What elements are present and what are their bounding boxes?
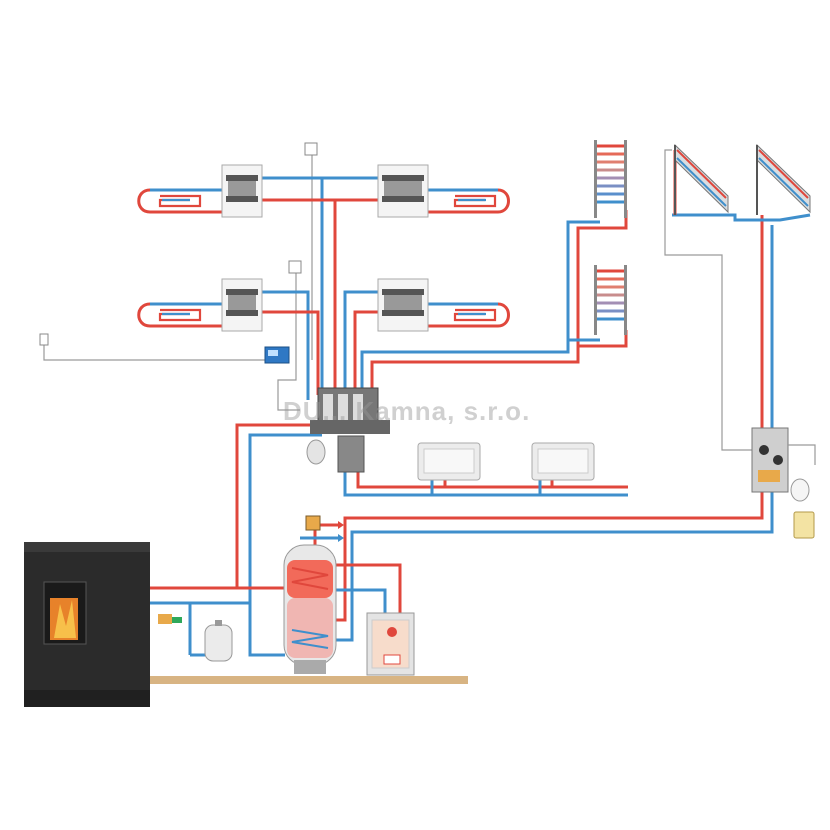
stove-circuit-pipes [150,586,285,657]
upper-floor-pipes [150,176,498,405]
lower-floor-pipes [150,290,498,400]
manifold-ll [221,278,263,332]
manifold-ur [377,164,429,218]
underfloor-loop-ul [137,188,202,214]
manifold-lr [377,278,429,332]
safety-valve-group [158,614,182,624]
signal-wires [43,149,760,451]
dhw-outlet [300,515,344,545]
underfloor-loop-ll [137,302,202,328]
tank-distributor-pipes [235,423,322,657]
boiler-pipes [335,563,402,615]
pellet-stove [24,542,150,707]
controller [264,346,290,364]
panel-radiator-right [531,442,595,481]
solar-collector-left [674,143,729,215]
underfloor-loop-ur [453,188,510,214]
storage-tank [283,544,337,674]
room-thermostat-upper [304,142,318,156]
ladder-radiator-upper [594,140,627,218]
manifold-ul [221,164,263,218]
expansion-vessel [204,620,233,662]
solar-expansion-vessel [790,478,810,502]
ladder-radiator-lower [594,265,627,335]
solar-circuit-pipes [335,150,811,642]
panel-radiator-left [417,442,481,481]
outdoor-sensor [39,333,49,346]
room-thermostat-lower [288,260,302,274]
auxiliary-boiler [366,612,415,676]
solar-pump-station [751,427,816,539]
ladder-radiator-pipes [360,210,628,392]
floor-line [150,676,468,684]
solar-collector-right [756,143,811,215]
hydraulic-distributor [306,387,390,473]
antifreeze-canister [793,511,815,539]
underfloor-loop-lr [453,302,510,328]
